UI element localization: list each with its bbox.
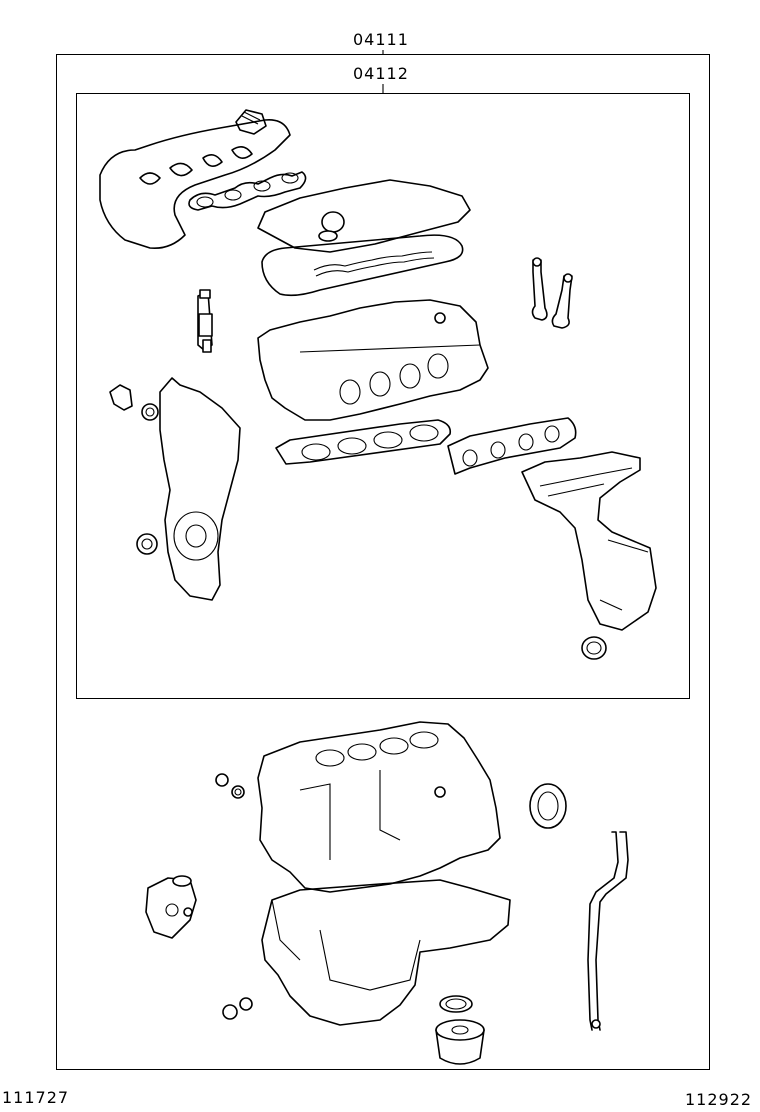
catalytic-converter-icon — [521, 451, 657, 631]
inner-part-number: 04112 — [353, 64, 409, 83]
cylinder-head-cover-icon — [257, 179, 471, 253]
crankshaft-seal-icon — [529, 783, 567, 829]
oil-filler-cap-icon — [235, 109, 267, 135]
exhaust-seal-icon — [581, 636, 607, 660]
exhaust-manifold-gasket-icon — [447, 417, 577, 475]
oil-pan-icon — [261, 879, 511, 1026]
valve-icon — [531, 257, 573, 329]
timing-cover-icon — [159, 377, 241, 601]
oil-filter-icon — [435, 995, 485, 1065]
oil-seal-icon — [136, 533, 158, 555]
oil-dipstick-icon — [587, 831, 629, 1031]
cylinder-head-icon — [257, 299, 489, 421]
injector-icon — [197, 289, 213, 353]
head-gasket-icon — [275, 419, 452, 465]
outer-kit-frame — [56, 54, 710, 1070]
cylinder-head-cover-gasket-icon — [261, 234, 464, 297]
inner-kit-frame — [76, 93, 690, 699]
oil-pump-icon — [145, 875, 197, 939]
small-seal-icon — [222, 997, 253, 1020]
drain-plug-icon — [215, 773, 446, 799]
intake-manifold-gasket-icon — [188, 171, 307, 211]
water-outlet-icon — [109, 384, 159, 421]
footer-code-left: 111727 — [2, 1088, 70, 1107]
footer-code-right: 112922 — [685, 1090, 753, 1109]
cylinder-block-icon — [257, 721, 501, 893]
outer-part-number: 04111 — [353, 30, 409, 49]
intake-manifold-icon — [99, 118, 291, 250]
